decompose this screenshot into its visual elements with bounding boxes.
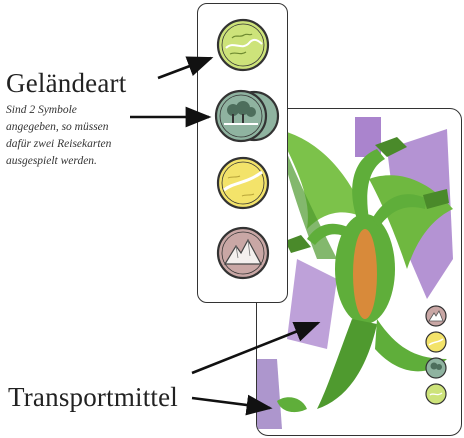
transport-arrow-lower	[192, 398, 270, 408]
transport-arrow-upper	[192, 323, 318, 373]
terrain-arrow	[158, 58, 211, 78]
